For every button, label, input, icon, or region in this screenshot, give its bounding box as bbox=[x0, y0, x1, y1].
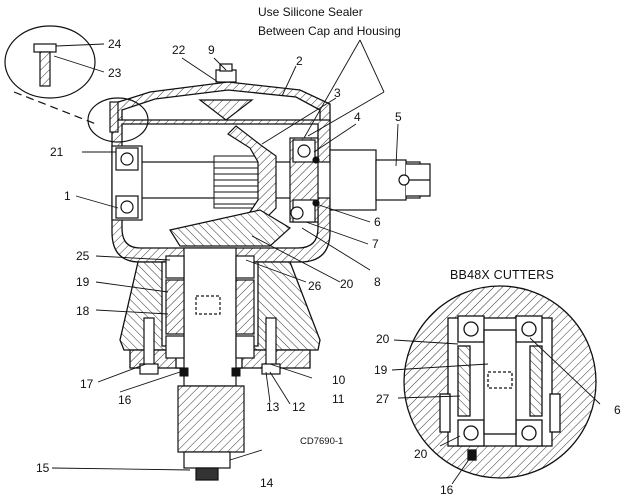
callout-12: 12 bbox=[292, 400, 306, 414]
callout-23: 23 bbox=[108, 66, 122, 80]
inset-detail bbox=[403, 285, 597, 479]
callout-17: 17 bbox=[80, 377, 94, 391]
callout-22: 22 bbox=[172, 43, 186, 57]
callout-7: 7 bbox=[372, 237, 379, 251]
ring-gear bbox=[169, 125, 292, 247]
callout-5: 5 bbox=[395, 110, 402, 124]
flange-bolts bbox=[139, 317, 281, 375]
callout-2: 2 bbox=[296, 54, 303, 68]
callout-26: 26 bbox=[308, 279, 322, 293]
inset-leader-lines bbox=[391, 337, 601, 485]
left-bearing bbox=[111, 145, 143, 221]
callout-21: 21 bbox=[50, 145, 64, 159]
callout-20: 20 bbox=[340, 277, 354, 291]
inset-callout-16: 16 bbox=[440, 483, 454, 495]
leader-lines bbox=[51, 39, 399, 471]
inset-callout-6: 6 bbox=[614, 403, 621, 417]
callout-16: 16 bbox=[118, 393, 132, 407]
sealer-note-line2: Between Cap and Housing bbox=[258, 24, 401, 38]
inset-callout-20-top: 20 bbox=[376, 332, 390, 346]
callout-8: 8 bbox=[374, 275, 381, 289]
inset-callout-19: 19 bbox=[374, 363, 388, 377]
callout-9: 9 bbox=[208, 43, 215, 57]
callout-24: 24 bbox=[108, 37, 122, 51]
callout-25: 25 bbox=[76, 249, 90, 263]
inset-callout-20-bottom: 20 bbox=[414, 447, 428, 461]
sealer-note-line1: Use Silicone Sealer bbox=[258, 5, 363, 19]
callout-14: 14 bbox=[260, 476, 274, 490]
callout-10: 10 bbox=[332, 373, 346, 387]
detail-bubble bbox=[4, 25, 149, 143]
output-shaft bbox=[177, 247, 245, 481]
inset-title: BB48X CUTTERS bbox=[450, 268, 555, 282]
callout-15: 15 bbox=[36, 461, 50, 475]
figure-code: CD7690-1 bbox=[300, 436, 344, 447]
callout-19: 19 bbox=[76, 275, 90, 289]
callout-13: 13 bbox=[266, 400, 280, 414]
callout-11: 11 bbox=[332, 392, 345, 406]
callout-18: 18 bbox=[76, 304, 90, 318]
callout-4: 4 bbox=[354, 110, 361, 124]
callout-3: 3 bbox=[334, 86, 341, 100]
output-bearings bbox=[165, 255, 255, 359]
inset-callout-27: 27 bbox=[376, 392, 390, 406]
callout-1: 1 bbox=[64, 189, 71, 203]
callout-6: 6 bbox=[374, 215, 381, 229]
right-bearing bbox=[289, 137, 320, 223]
